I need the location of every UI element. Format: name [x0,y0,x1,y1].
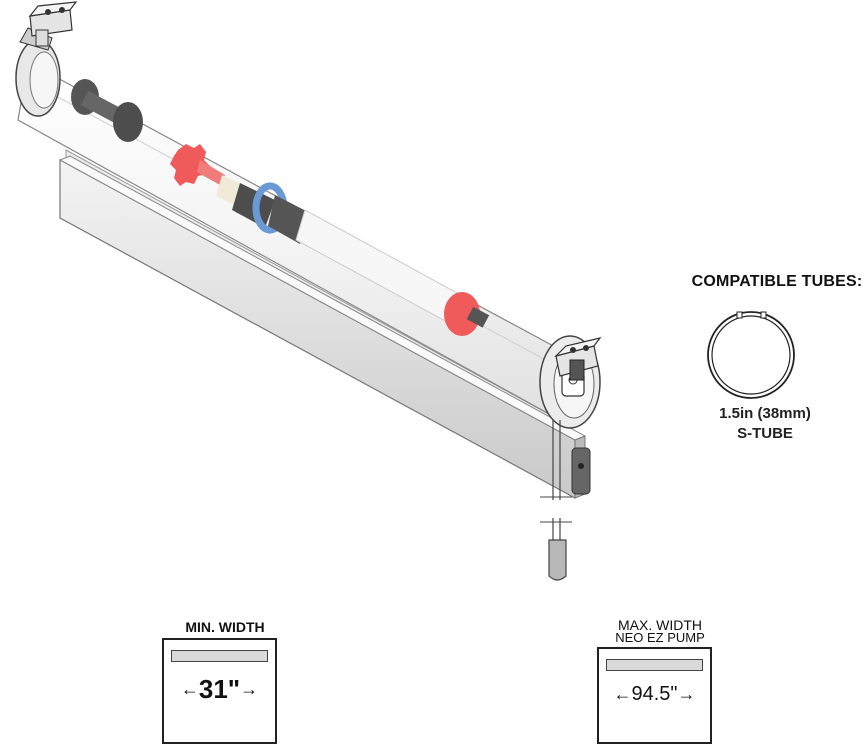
max-width-value: 94.5" [631,683,678,705]
right-bracket [554,337,602,381]
min-width-label: MIN. WIDTH [185,619,265,635]
tube-spec: 1.5in (38mm) S-TUBE [690,404,840,444]
bottom-rail [58,155,591,500]
left-bracket [28,1,78,47]
shade-band [171,650,268,662]
max-width-dimension: ← 94.5" → [605,683,704,706]
red-gear-left [170,144,225,186]
shade-band [606,659,703,671]
tube-type: S-TUBE [737,425,793,442]
red-gear-right [444,292,490,336]
max-width-label: MAX. WIDTH [618,617,702,633]
min-width-dimension: ← 31" → [170,674,269,705]
roller-tube [17,61,571,421]
max-width-product: NEO EZ PUMP [615,630,705,645]
tube-size: 1.5in (38mm) [719,405,811,422]
left-arrow-icon: ← [180,679,199,699]
max-width-box: ← 94.5" → [597,647,712,744]
min-width-box: ← 31" → [162,638,277,744]
motor-body [216,175,471,331]
right-arrow-icon: → [240,679,259,699]
left-arrow-icon: ← [613,684,632,704]
tube-cross-section-icon [707,311,795,399]
pump-wand [540,420,572,581]
dark-plug-left [71,79,143,142]
right-arrow-icon: → [677,684,696,704]
min-width-value: 31" [198,674,241,704]
compatible-tubes-title: COMPATIBLE TUBES: [691,273,863,290]
